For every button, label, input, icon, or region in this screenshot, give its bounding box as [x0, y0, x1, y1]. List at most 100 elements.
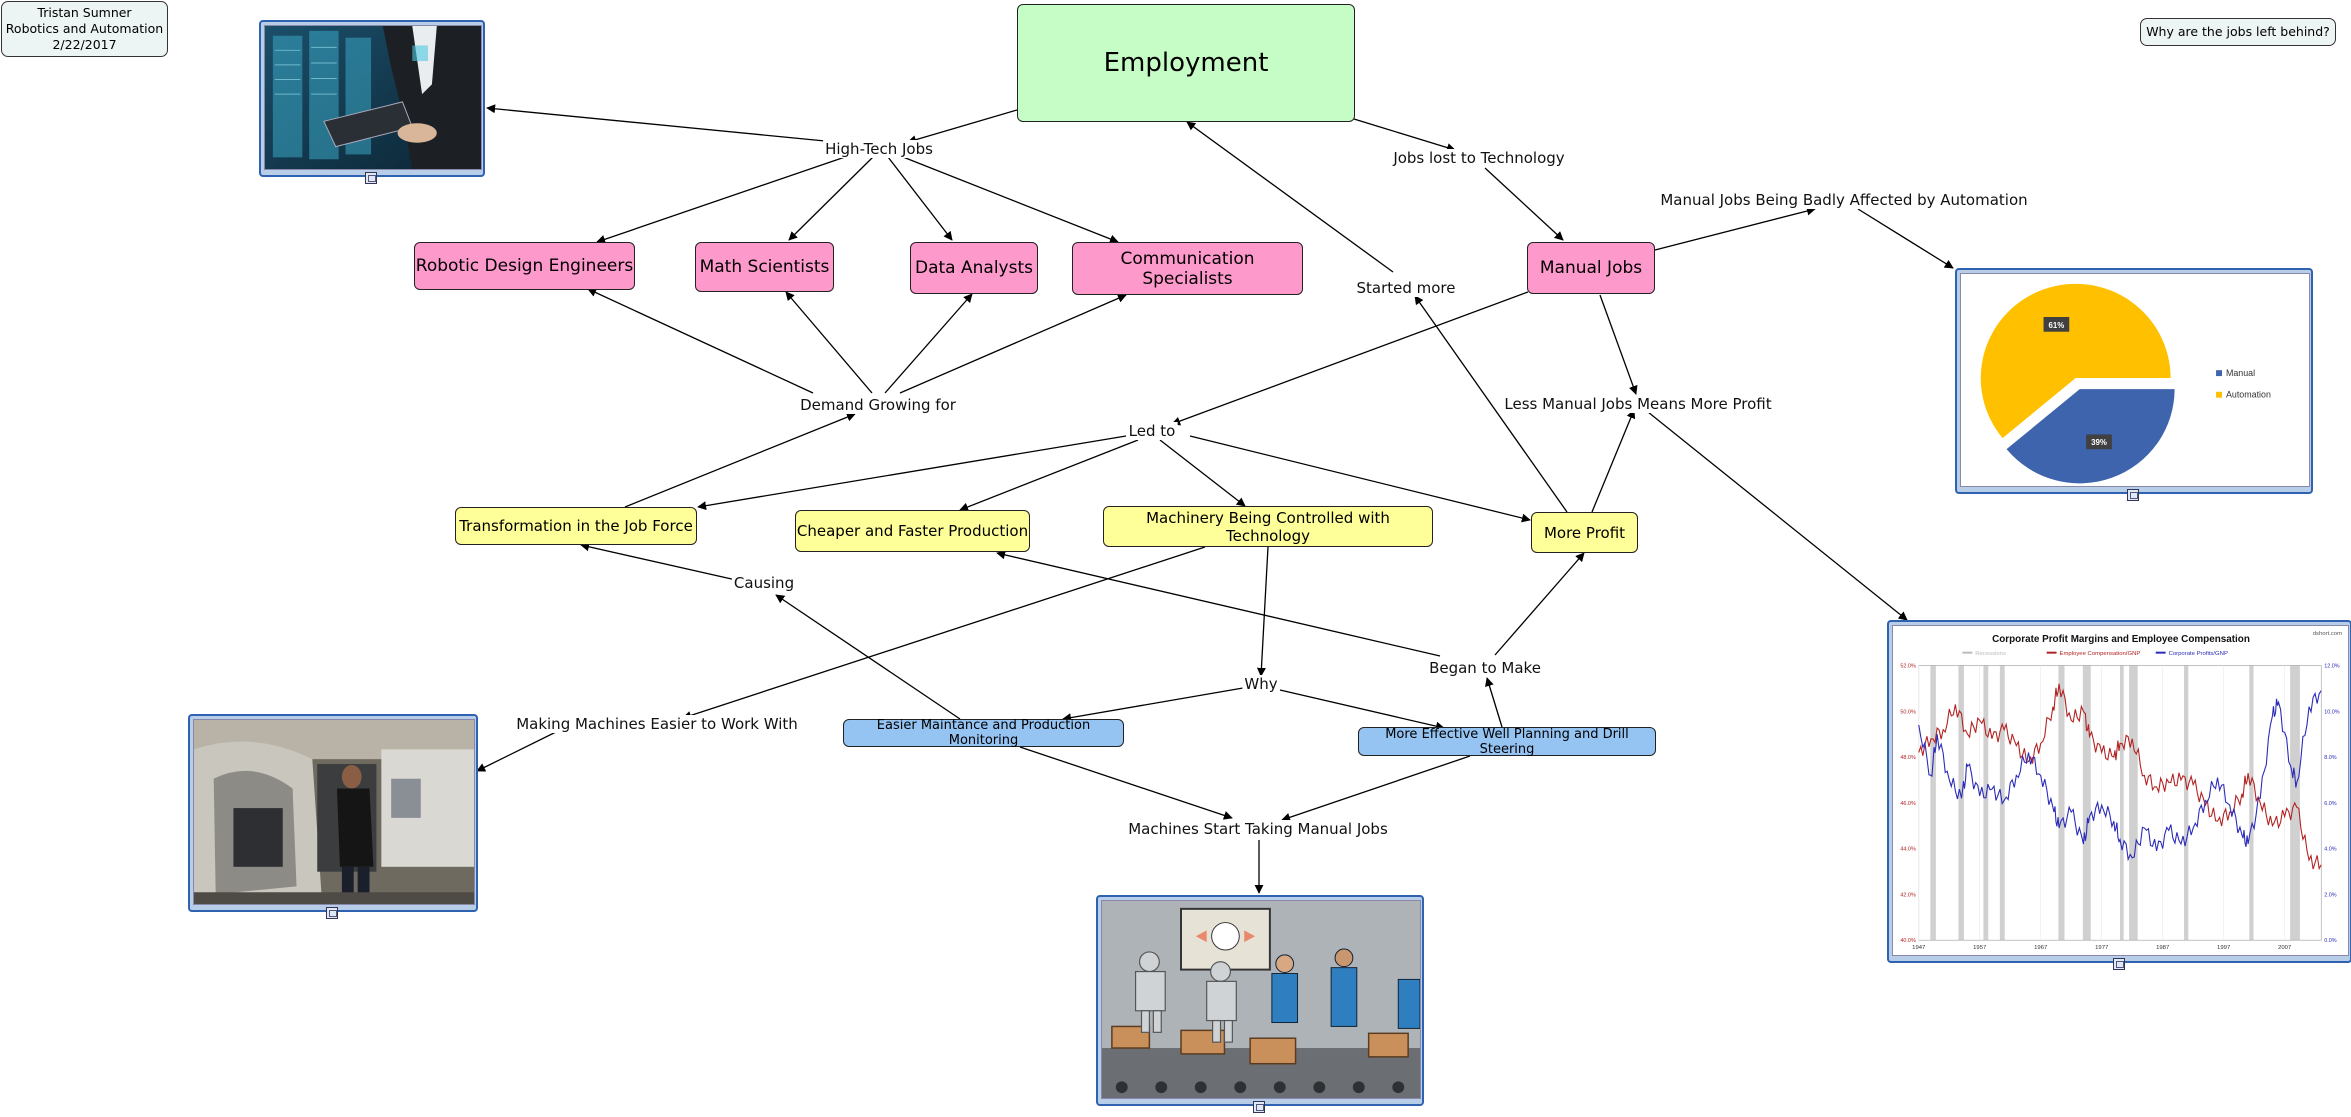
line-chart: Corporate Profit Margins and Employee Co… [1893, 626, 2348, 955]
recession-band [2082, 665, 2091, 941]
pie-label-bg [2043, 316, 2070, 332]
pie-data-label: 61% [2048, 321, 2064, 330]
machine-operator-illustration [194, 720, 474, 904]
y-left-tick-label: 44.0% [1900, 847, 1916, 853]
author-course: Robotics and Automation [5, 21, 164, 36]
author-info-box: Tristan Sumner Robotics and Automation 2… [1, 1, 168, 57]
y-left-tick-label: 42.0% [1900, 892, 1916, 898]
link-started-more[interactable]: Started more [1354, 279, 1458, 297]
concept-cheaper-faster-production[interactable]: Cheaper and Faster Production [795, 510, 1030, 552]
concept-label: Communication Specialists [1120, 248, 1255, 289]
y-left-tick-label: 40.0% [1900, 938, 1916, 944]
y-right-tick-label: 4.0% [2324, 847, 2337, 853]
concept-employment[interactable]: Employment [1017, 4, 1355, 122]
recession-band [1983, 665, 1989, 941]
recession-band [1958, 665, 1964, 941]
concept-label: Math Scientists [699, 257, 830, 277]
concept-label: Machinery Being Controlled with Technolo… [1146, 508, 1390, 545]
concept-machinery-controlled[interactable]: Machinery Being Controlled with Technolo… [1103, 506, 1433, 547]
concept-more-profit[interactable]: More Profit [1531, 512, 1638, 553]
pie-slice-automation [1980, 283, 2171, 439]
link-less-manual-more-profit[interactable]: Less Manual Jobs Means More Profit [1502, 395, 1774, 413]
y-right-tick-label: 2.0% [2324, 892, 2337, 898]
y-right-tick-label: 12.0% [2324, 664, 2340, 670]
y-left-tick-label: 52.0% [1900, 664, 1916, 670]
image-attachment-icon[interactable] [2112, 958, 2125, 970]
concept-label: Data Analysts [915, 258, 1033, 278]
line-chart-source: dshort.com [2313, 631, 2342, 637]
y-left-tick-label: 46.0% [1900, 801, 1916, 807]
image-server-tablet[interactable] [259, 20, 485, 184]
link-led-to[interactable]: Led to [1126, 422, 1178, 440]
concept-label: Manual Jobs [1539, 258, 1643, 278]
x-tick-label: 1947 [1912, 945, 1925, 951]
pie-legend-label: Automation [2226, 390, 2271, 400]
link-demand-growing[interactable]: Demand Growing for [798, 396, 958, 414]
concept-well-planning[interactable]: More Effective Well Planning and Drill S… [1358, 726, 1656, 757]
concept-communication-specialists[interactable]: Communication Specialists [1072, 242, 1303, 295]
x-tick-label: 1977 [2095, 945, 2108, 951]
concept-label: More Effective Well Planning and Drill S… [1385, 726, 1629, 757]
link-jobs-lost[interactable]: Jobs lost to Technology [1391, 149, 1567, 167]
image-attachment-icon[interactable] [326, 907, 338, 919]
pie-legend-swatch [2216, 391, 2222, 398]
concept-math-scientists[interactable]: Math Scientists [695, 242, 834, 292]
concept-transformation-job-force[interactable]: Transformation in the Job Force [455, 507, 697, 545]
link-making-machines-easier[interactable]: Making Machines Easier to Work With [514, 715, 800, 733]
concept-robotic-design-engineers[interactable]: Robotic Design Engineers [414, 242, 635, 290]
link-began-to-make[interactable]: Began to Make [1427, 659, 1543, 677]
y-left-tick-label: 48.0% [1900, 755, 1916, 761]
link-why[interactable]: Why [1242, 675, 1280, 693]
concept-label: More Profit [1543, 523, 1626, 542]
link-causing[interactable]: Causing [731, 574, 797, 592]
recession-band [2120, 665, 2124, 941]
x-tick-label: 2007 [2278, 945, 2291, 951]
x-tick-label: 1967 [2034, 945, 2047, 951]
legend-label: Employee Compensation/GNP [2060, 651, 2141, 657]
concept-data-analysts[interactable]: Data Analysts [910, 242, 1038, 294]
image-attachment-icon[interactable] [365, 172, 377, 184]
concept-label: Robotic Design Engineers [415, 256, 634, 276]
legend-label: Corporate Profits/GNP [2169, 651, 2228, 657]
link-high-tech-jobs[interactable]: High-Tech Jobs [823, 140, 935, 158]
server-tablet-illustration [265, 26, 481, 169]
y-right-tick-label: 8.0% [2324, 755, 2337, 761]
line-chart-title: Corporate Profit Margins and Employee Co… [1992, 634, 2250, 645]
image-line-chart[interactable]: Corporate Profit Margins and Employee Co… [1887, 620, 2351, 970]
y-left-tick-label: 50.0% [1900, 709, 1916, 715]
author-name: Tristan Sumner [37, 5, 132, 20]
image-attachment-icon[interactable] [2127, 489, 2139, 501]
x-tick-label: 1957 [1973, 945, 1986, 951]
question-text: Why are the jobs left behind? [2146, 24, 2330, 39]
x-tick-label: 1997 [2217, 945, 2230, 951]
y-right-tick-label: 0.0% [2324, 938, 2337, 944]
series-line-corporate-profits [1918, 690, 2322, 862]
concept-easier-maintance[interactable]: Easier Maintance and Production Monitori… [843, 718, 1124, 748]
concept-label: Transformation in the Job Force [459, 517, 693, 535]
concept-label: Cheaper and Faster Production [796, 522, 1029, 540]
x-tick-label: 1987 [2156, 945, 2169, 951]
pie-legend-label: Manual [2226, 368, 2255, 378]
image-attachment-icon[interactable] [1253, 1101, 1265, 1113]
pie-label-bg [2086, 434, 2112, 450]
robots-assembly-illustration [1102, 901, 1420, 1098]
question-box[interactable]: Why are the jobs left behind? [2140, 18, 2336, 46]
recession-band [1930, 665, 1936, 941]
recession-band [2129, 665, 2138, 941]
pie-data-label: 39% [2091, 438, 2107, 447]
pie-legend-swatch [2216, 370, 2222, 377]
recession-band [2058, 665, 2065, 941]
link-manual-badly-affected[interactable]: Manual Jobs Being Badly Affected by Auto… [1658, 191, 2030, 209]
image-machine-operator[interactable] [188, 714, 478, 919]
image-robots-assembly[interactable] [1096, 895, 1424, 1113]
y-right-tick-label: 10.0% [2324, 709, 2340, 715]
concept-employment-label: Employment [1103, 48, 1269, 78]
series-line-employee-compensation [1918, 683, 2322, 871]
recession-band [2184, 665, 2189, 941]
legend-label: Recessions [1975, 651, 2006, 657]
author-date: 2/22/2017 [52, 37, 117, 52]
concept-manual-jobs[interactable]: Manual Jobs [1527, 242, 1655, 294]
concept-label: Easier Maintance and Production Monitori… [876, 718, 1091, 748]
link-machines-start-taking[interactable]: Machines Start Taking Manual Jobs [1126, 820, 1390, 838]
